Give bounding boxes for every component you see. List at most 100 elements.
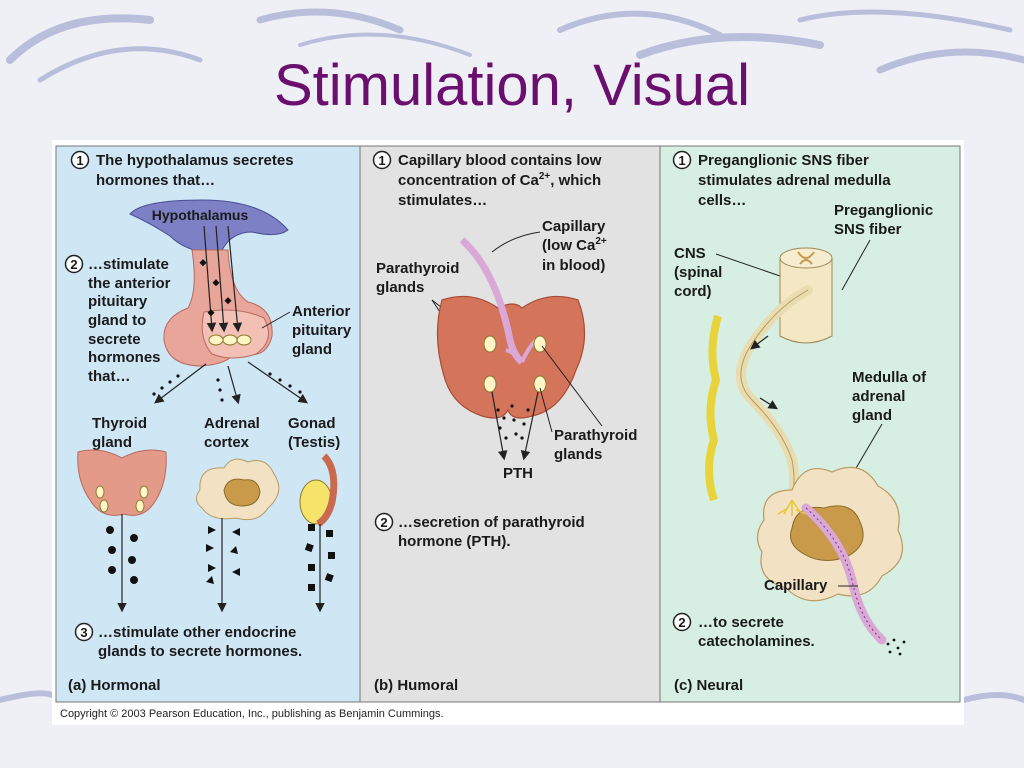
gonad-label: (Testis) <box>288 434 340 451</box>
panel-hormonal: 1 The hypothalamus secretes hormones tha… <box>55 145 361 703</box>
anterior-pituitary-leader <box>261 311 291 329</box>
capillary-leader-b <box>491 231 541 253</box>
panel-a-step2-line: hormones <box>88 349 161 366</box>
panel-b-step2-line1: …secretion of parathyroid <box>398 514 585 531</box>
step-1-number-a: 1 <box>76 153 83 168</box>
medulla-label: Medulla of <box>852 369 927 386</box>
panel-b-step1-line3: stimulates… <box>398 192 487 209</box>
cns-label: cord) <box>674 283 712 300</box>
panel-c-step1-line3: cells… <box>698 192 746 209</box>
step-1-number-b: 1 <box>378 153 385 168</box>
panel-b-step1-line2-text: concentration of Ca <box>398 172 540 189</box>
parathyroid-leader-bottom <box>541 345 603 427</box>
adrenal-cortex-label: Adrenal <box>204 415 260 432</box>
panel-b-background <box>359 145 661 703</box>
parathyroid-leader-bottom <box>539 387 553 433</box>
panel-a-step2-line: that… <box>88 368 131 385</box>
slide-title: Stimulation, Visual <box>273 53 751 118</box>
panel-c-caption: (c) Neural <box>674 677 743 694</box>
panel-a-step1-line1: The hypothalamus secretes <box>96 152 294 169</box>
releasing-hormone-dots <box>199 259 232 317</box>
preganglionic-label: SNS fiber <box>834 221 902 238</box>
cns-label: (spinal <box>674 264 722 281</box>
thyroid-hormone-dots <box>106 526 138 584</box>
parathyroid-label-top: Parathyroid <box>376 260 459 277</box>
panel-b-caption: (b) Humoral <box>374 677 458 694</box>
anterior-pituitary-shape <box>201 309 269 359</box>
pth-arrows <box>491 391 539 461</box>
panel-c-step1-line1: Preganglionic SNS fiber <box>698 152 869 169</box>
endocrine-stimulation-figure: 1 The hypothalamus secretes hormones tha… <box>52 140 964 725</box>
thyroid-cell <box>95 485 105 499</box>
stimulation-diagram: 1 The hypothalamus secretes hormones tha… <box>55 145 961 703</box>
step-2-number-c: 2 <box>678 615 685 630</box>
pituitary-cell <box>208 334 224 346</box>
pituitary-cell <box>222 334 238 346</box>
thyroid-cell <box>135 499 145 513</box>
anterior-pituitary-label: pituitary <box>292 322 352 339</box>
cns-leader <box>715 253 781 277</box>
sympathetic-chain <box>705 314 722 502</box>
capillary-label-b: in blood) <box>542 257 605 274</box>
step-1-badge-a <box>70 150 90 170</box>
medulla-label: adrenal <box>852 388 905 405</box>
hypothalamus-shape <box>129 199 289 253</box>
epididymis-shape <box>316 453 338 528</box>
panel-b-step2-line2: hormone (PTH). <box>398 533 511 550</box>
cns-label: CNS <box>674 245 706 262</box>
step-2-number-a: 2 <box>70 257 77 272</box>
capillary-label-b: Capillary <box>542 218 606 235</box>
parathyroid-label-bottom: glands <box>554 446 602 463</box>
panel-a-step2-line: gland to <box>88 312 146 329</box>
step-3-number-a: 3 <box>80 625 87 640</box>
panel-a-step3-line1: …stimulate other endocrine <box>98 624 296 641</box>
medulla-label: gland <box>852 407 892 424</box>
step-1-badge-b <box>372 150 392 170</box>
parathyroid-label-bottom: Parathyroid <box>554 427 637 444</box>
panel-b-step1-sup: 2+ <box>539 171 551 182</box>
adrenal-cortex-label: cortex <box>204 434 250 451</box>
thyroid-cell <box>99 499 109 513</box>
preganglionic-leader <box>841 239 871 291</box>
panel-c-step2-line1: …to secrete <box>698 614 784 631</box>
anterior-pituitary-label: gland <box>292 341 332 358</box>
thyroid-cell <box>139 485 149 499</box>
impulse-arrow <box>750 335 769 350</box>
testosterone-squares <box>304 524 335 591</box>
panel-a-caption: (a) Hormonal <box>68 677 161 694</box>
thyroid-gland-shape <box>77 449 167 516</box>
thyroid-gland-b-shape <box>436 295 586 419</box>
panel-a-step1-line2: hormones that… <box>96 172 215 189</box>
preganglionic-label: Preganglionic <box>834 202 933 219</box>
spinal-cord-shape <box>779 257 833 344</box>
panel-a-step2-line: pituitary <box>88 293 148 310</box>
step-1-number-c: 1 <box>678 153 685 168</box>
target-hormone-arrows <box>117 514 325 613</box>
pth-label: PTH <box>503 465 533 482</box>
pth-dots <box>496 404 530 440</box>
panel-b-step1-line2: concentration of Ca2+, which <box>398 171 601 189</box>
panel-c-step2-line2: catecholamines. <box>698 633 815 650</box>
step-2-number-b: 2 <box>380 515 387 530</box>
copyright-notice: Copyright © 2003 Pearson Education, Inc.… <box>60 708 444 720</box>
catecholamine-dots <box>886 638 906 656</box>
step-2-badge-b <box>374 512 394 532</box>
capillary-label-b-sup: 2+ <box>595 236 607 247</box>
panel-c-step1-line2: stimulates adrenal medulla <box>698 172 891 189</box>
step-1-badge-c <box>672 150 692 170</box>
step-3-badge-a <box>74 622 94 642</box>
tropic-hormone-dots <box>152 372 302 402</box>
tropic-hormone-arrows <box>154 361 308 405</box>
hypothalamus-label: Hypothalamus <box>152 207 249 223</box>
impulse-arrow <box>759 397 779 410</box>
preganglionic-fiber-outline <box>740 289 809 501</box>
capillary-label-b: (low Ca2+ <box>542 236 607 254</box>
capillary-label-b-text: (low Ca <box>542 237 596 254</box>
nerve-endings <box>777 499 807 516</box>
capillary-vessel-c-dots <box>805 507 883 641</box>
panel-humoral: 1 Capillary blood contains low concentra… <box>359 145 661 703</box>
gonad-label: Gonad <box>288 415 336 432</box>
thyroid-label: gland <box>92 434 132 451</box>
parathyroid-gland <box>483 375 497 393</box>
gray-matter <box>797 251 815 265</box>
